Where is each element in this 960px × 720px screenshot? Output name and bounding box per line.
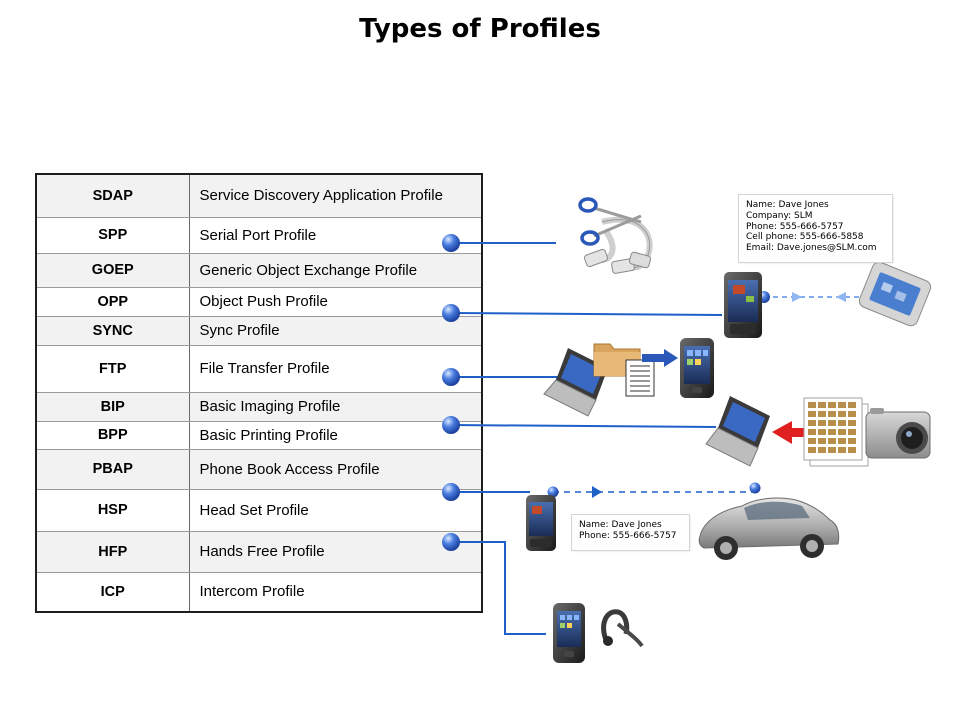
phone-icon-ftp [680, 338, 714, 398]
contact-line: Name: Dave Jones [746, 200, 829, 210]
phone-icon-opp [724, 272, 762, 338]
camera-icon [865, 408, 931, 459]
hfp-line [451, 541, 546, 635]
bpp-line [450, 424, 717, 428]
profile-abbr: SDAP [36, 174, 190, 218]
profile-abbr: FTP [36, 345, 190, 393]
phone-icon-hfp [553, 603, 585, 663]
wireless-links [553, 292, 872, 498]
profile-abbr: HFP [36, 531, 190, 573]
laptop-icon-ftp [543, 348, 608, 417]
profile-abbr: BPP [36, 421, 190, 450]
profile-name: Serial Port Profile [189, 217, 482, 254]
profile-abbr: PBAP [36, 449, 190, 490]
car-icon [698, 497, 840, 560]
document-icon [625, 359, 655, 397]
transfer-arrow-icon [642, 349, 678, 367]
profile-abbr: HSP [36, 489, 190, 532]
headset-icon [601, 609, 644, 648]
profile-abbr: SPP [36, 217, 190, 254]
profile-name: Object Push Profile [189, 287, 482, 317]
profile-name: File Transfer Profile [189, 345, 482, 393]
contact-line: Phone: 555-666-5757 [579, 530, 677, 541]
ftp-line [451, 376, 558, 382]
profile-abbr: GOEP [36, 253, 190, 288]
contact-line: Cell phone: 555-666-5858 [746, 232, 864, 243]
profile-abbr: BIP [36, 392, 190, 422]
serial-cable-icon [578, 197, 653, 274]
contact-line: Phone: 555-666-5757 [746, 221, 844, 232]
profile-name: Hands Free Profile [189, 531, 482, 573]
contact-line: Email: Dave.jones@SLM.com [746, 243, 877, 254]
contact-line: Name: Dave Jones [579, 520, 662, 530]
contact-card-short: Name: Dave Jones Phone: 555-666-5757 [571, 514, 690, 551]
profile-name: Basic Imaging Profile [189, 392, 482, 422]
connector-dots [442, 234, 878, 551]
pda-icon [858, 261, 932, 327]
profile-name: Head Set Profile [189, 489, 482, 532]
profile-name: Phone Book Access Profile [189, 449, 482, 490]
photo-sheets-icon [803, 397, 869, 467]
opp-line [450, 312, 723, 316]
profile-abbr: ICP [36, 572, 190, 612]
contact-line: Company: SLM [746, 210, 813, 221]
profile-abbr: SYNC [36, 316, 190, 346]
profile-name: Service Discovery Application Profile [189, 174, 482, 218]
profile-name: Sync Profile [189, 316, 482, 346]
profile-name: Generic Object Exchange Profile [189, 253, 482, 288]
contact-card-full: Name: Dave Jones Company: SLM Phone: 555… [738, 194, 893, 263]
laptop-icon-bpp [705, 396, 770, 467]
profile-name: Basic Printing Profile [189, 421, 482, 450]
profile-abbr: OPP [36, 287, 190, 317]
connector-lines [450, 242, 723, 635]
phone-icon-hsp [526, 495, 556, 551]
slide-title: Types of Profiles [359, 14, 601, 44]
profile-name: Intercom Profile [189, 572, 482, 612]
